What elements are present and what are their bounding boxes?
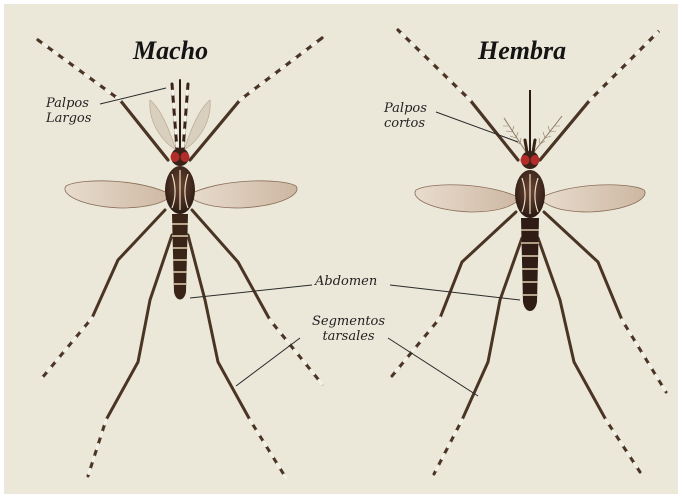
male-palps-label-line1: Palpos xyxy=(46,96,91,111)
male-abdomen xyxy=(172,214,188,300)
female-palps-label-line1: Palpos xyxy=(384,101,427,116)
male-left-wing xyxy=(65,181,172,208)
leader-tarsal-male xyxy=(236,338,300,386)
female-title: Hembra xyxy=(478,36,566,66)
female-palps-label-line2: cortos xyxy=(384,116,427,131)
tarsal-label-line2: tarsales xyxy=(312,329,385,344)
male-palps xyxy=(172,80,188,150)
female-mosquito xyxy=(392,30,666,474)
male-right-wing xyxy=(188,181,297,208)
tarsal-label-line1: Segmentos xyxy=(312,314,385,329)
female-right-wing xyxy=(540,185,645,212)
leader-abdomen-female xyxy=(390,285,520,300)
male-palps-label: Palpos Largos xyxy=(46,96,91,126)
leader-male-palps xyxy=(100,88,166,104)
leader-tarsal-female xyxy=(388,338,478,396)
abdomen-label: Abdomen xyxy=(315,274,377,289)
leader-female-palps xyxy=(436,112,518,142)
female-abdomen xyxy=(521,218,539,311)
female-palps-label: Palpos cortos xyxy=(384,101,427,131)
male-palps-label-line2: Largos xyxy=(46,111,91,126)
male-title: Macho xyxy=(133,36,208,66)
female-left-wing xyxy=(415,185,520,212)
tarsal-segments-label: Segmentos tarsales xyxy=(312,314,385,344)
